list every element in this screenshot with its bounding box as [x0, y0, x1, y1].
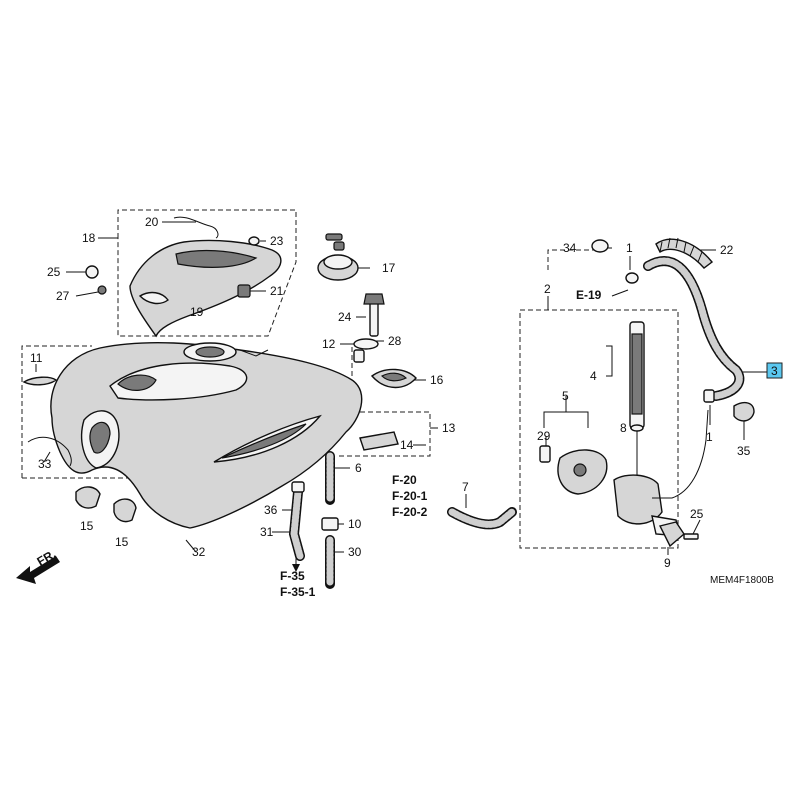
- callout-12: 12: [322, 337, 336, 351]
- callout-6: 6: [355, 461, 362, 475]
- callout-21: 21: [270, 284, 284, 298]
- callout-32: 32: [192, 545, 206, 559]
- callout-14: 14: [400, 438, 414, 452]
- callout-31: 31: [260, 525, 274, 539]
- part-bolts-and-gaskets: [22, 293, 417, 523]
- callout-30: 30: [348, 545, 362, 559]
- callout-7: 7: [462, 480, 469, 494]
- callout-15: 15: [115, 535, 129, 549]
- callout-20: 20: [145, 215, 159, 229]
- callout-36: 36: [264, 503, 278, 517]
- ref-f20-1: F-20-1: [392, 489, 428, 503]
- callout-34: 34: [563, 241, 577, 255]
- callout-3-highlight: [766, 362, 783, 379]
- group-boxes: [21, 209, 679, 549]
- ref-f35: F-35: [280, 569, 305, 583]
- diagram-code: MEM4F1800B: [710, 575, 774, 586]
- callout-4: 4: [590, 369, 597, 383]
- part-fuel-cock: [539, 321, 699, 548]
- ref-e19: E-19: [576, 288, 602, 302]
- callout-24: 24: [338, 310, 352, 324]
- front-label: FR.: [35, 547, 59, 569]
- ref-f20: F-20: [392, 473, 417, 487]
- callout-33: 33: [38, 457, 52, 471]
- callout-10: 10: [348, 517, 362, 531]
- part-seat-cover: [85, 216, 282, 338]
- front-arrow: [16, 556, 60, 584]
- callout-19: 19: [190, 305, 204, 319]
- ref-f20-2: F-20-2: [392, 505, 428, 519]
- ref-f35-1: F-35-1: [280, 585, 316, 599]
- callout-1: 1: [626, 241, 633, 255]
- callout-28: 28: [388, 334, 402, 348]
- callout-15: 15: [80, 519, 94, 533]
- callout-16: 16: [430, 373, 444, 387]
- callout-9: 9: [664, 556, 671, 570]
- callout-11: 11: [30, 351, 43, 365]
- callout-3: 3: [771, 364, 778, 378]
- cross-references: E-19 F-20 F-20-1 F-20-2 F-35 F-35-1 MEM4…: [35, 288, 775, 599]
- callout-29: 29: [537, 429, 551, 443]
- part-vent-hose: [591, 237, 755, 499]
- callout-17: 17: [382, 261, 396, 275]
- part-fuel-hose-7: [447, 507, 517, 530]
- part-fuel-cap: [317, 233, 359, 281]
- callout-25: 25: [690, 507, 704, 521]
- callout-5: 5: [562, 389, 569, 403]
- callout-22: 22: [720, 243, 734, 257]
- callout-8: 8: [620, 421, 627, 435]
- callout-27: 27: [56, 289, 70, 303]
- callout-23: 23: [270, 234, 284, 248]
- part-fuel-lines-left: [288, 451, 339, 589]
- callout-13: 13: [442, 421, 456, 435]
- callout-2: 2: [544, 282, 551, 296]
- part-fuel-tank: [50, 341, 363, 529]
- callout-labels: 1 1 2 3 4 5 6 7 8 9 10 11 12 13 14 15 15…: [30, 215, 778, 570]
- callout-35: 35: [737, 444, 751, 458]
- callout-25: 25: [47, 265, 61, 279]
- callout-18: 18: [82, 231, 96, 245]
- callout-1: 1: [706, 430, 713, 444]
